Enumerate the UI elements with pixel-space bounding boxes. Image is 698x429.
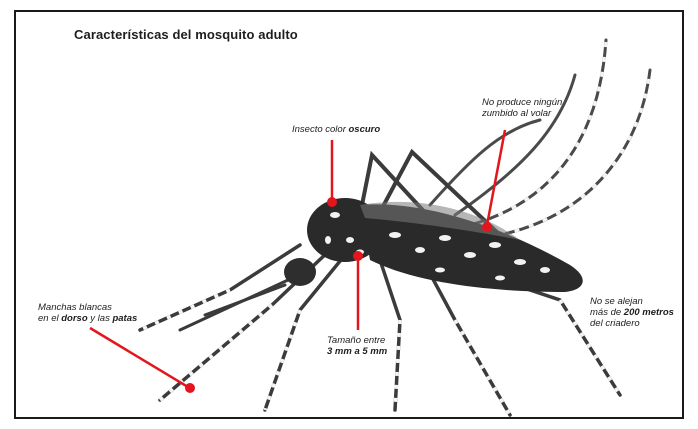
mosquito-head <box>284 258 316 286</box>
label-distance: No se alejan más de 200 metros del criad… <box>590 296 685 329</box>
label-dark-color: Insecto color oscuro <box>292 124 380 135</box>
upper-right-legs <box>430 40 650 235</box>
label-white-spots: Manchas blancas en el dorso y las patas <box>38 302 148 324</box>
label-size: Tamaño entre 3 mm a 5 mm <box>327 335 417 357</box>
label-no-buzz: No produce ningún zumbido al volar <box>482 97 592 119</box>
upper-right-leg-bands <box>470 40 650 235</box>
